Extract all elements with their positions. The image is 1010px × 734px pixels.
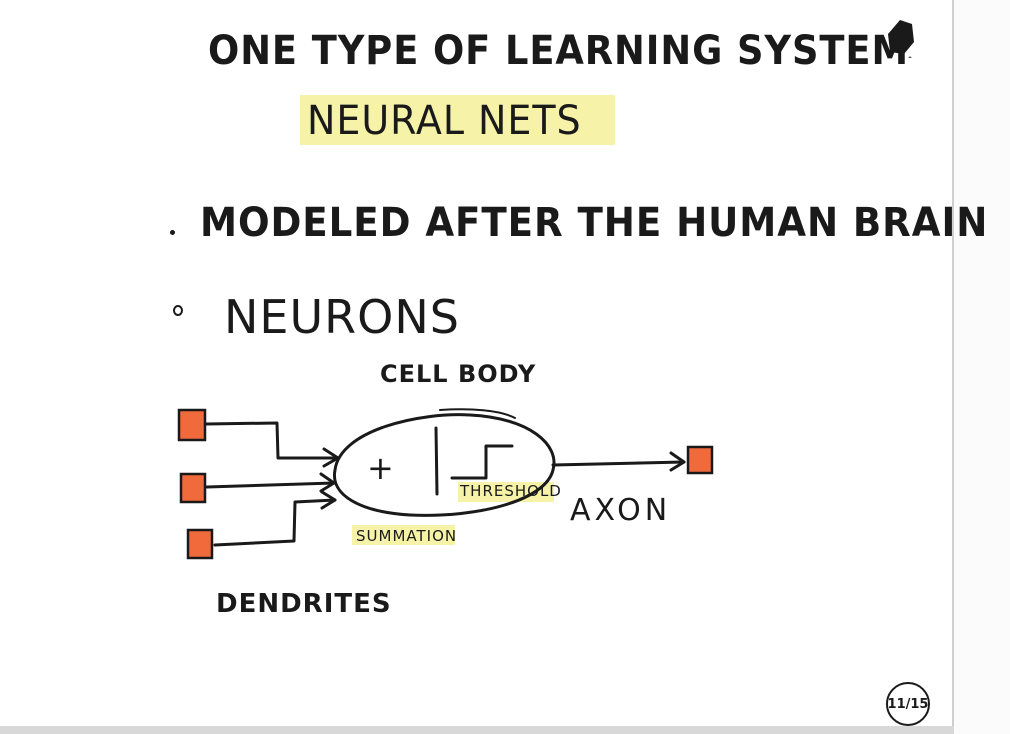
axon-node bbox=[686, 445, 714, 475]
subtitle-highlight bbox=[300, 95, 615, 145]
summation-label: SUMMATION bbox=[356, 527, 458, 545]
dendrite-node-2 bbox=[179, 472, 207, 504]
summation-highlight bbox=[352, 525, 455, 545]
axon-line bbox=[551, 460, 686, 467]
bullet-dot bbox=[170, 230, 175, 235]
dendrites-label: DENDRITES bbox=[216, 589, 392, 619]
axon-label: AXON bbox=[570, 493, 672, 528]
summation-symbol: + bbox=[367, 449, 394, 487]
ink-blot-mark bbox=[888, 20, 914, 58]
cell-body-outline bbox=[332, 413, 556, 517]
threshold-highlight bbox=[458, 482, 554, 502]
bullet-neurons: NEURONS bbox=[224, 290, 460, 344]
cell-body-label: CELL BODY bbox=[380, 360, 537, 388]
dendrite-node-1 bbox=[177, 408, 207, 442]
dendrite-node-3 bbox=[186, 528, 214, 560]
page-subtitle: NEURAL NETS bbox=[307, 98, 582, 144]
bullet-modeled: MODELED AFTER THE HUMAN BRAIN bbox=[200, 200, 989, 246]
dendrite-line-3 bbox=[213, 498, 337, 547]
page-number-badge: 11/15 bbox=[886, 682, 930, 726]
bullet-ring bbox=[173, 305, 183, 316]
axon-arrowhead bbox=[669, 451, 686, 472]
cell-body-overstroke bbox=[439, 408, 516, 419]
threshold-step bbox=[450, 444, 514, 480]
dendrite-line-1 bbox=[204, 421, 340, 460]
dendrite-line-2 bbox=[205, 481, 336, 489]
scan-edge bbox=[954, 0, 1010, 734]
arrowhead-2 bbox=[319, 472, 336, 493]
cell-divider bbox=[434, 426, 439, 496]
arrowhead-3 bbox=[320, 490, 337, 510]
page-title: ONE TYPE OF LEARNING SYSTEM bbox=[208, 28, 910, 74]
threshold-label: THRESHOLD bbox=[460, 482, 562, 500]
